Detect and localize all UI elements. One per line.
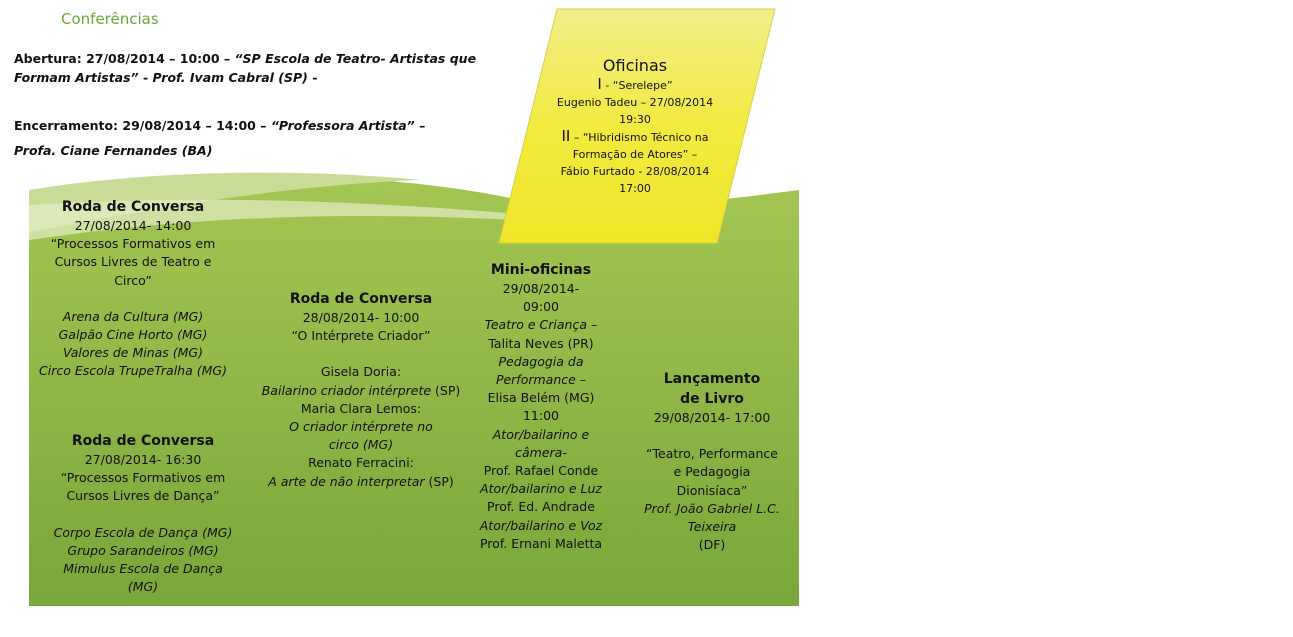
sep: - [307, 70, 318, 85]
block-date: 29/08/2014- 17:00 [653, 410, 771, 425]
group-item: Corpo Escola de Dança (MG) [53, 524, 233, 540]
roda-conversa-2: Roda de Conversa 27/08/2014- 16:30 “Proc… [48, 431, 238, 596]
roman-numeral: II [561, 127, 571, 145]
conferencias-title: Conferências [61, 10, 159, 28]
workshop-person: Prof. Rafael Conde [483, 463, 599, 479]
workshop-person: Talita Neves (PR) [488, 335, 594, 351]
block-topic: “O Intérprete Criador” [291, 328, 431, 344]
block-date: 27/08/2014- 14:00 [74, 218, 192, 233]
oficina-ii-info: Fábio Furtado - 28/08/2014 [560, 165, 710, 178]
speaker: Gisela Doria: [320, 364, 402, 380]
sep: – [414, 118, 426, 133]
workshop-title: Teatro e Criança – [484, 317, 598, 333]
workshop-title: Ator/bailarino e Luz [480, 481, 602, 497]
abertura-line: Abertura: 27/08/2014 – 10:00 – “SP Escol… [14, 49, 504, 87]
roda-conversa-3: Roda de Conversa 28/08/2014- 10:00 “O In… [261, 289, 461, 491]
encerramento-title: “Professora Artista” [270, 118, 415, 133]
oficinas-title: Oficinas [602, 56, 668, 75]
block-topic: “Processos Formativos em Cursos Livres d… [60, 470, 226, 504]
mini-oficinas: Mini-oficinas 29/08/2014- 09:00 Teatro e… [476, 260, 606, 553]
block-date: 29/08/2014- 09:00 [502, 281, 580, 315]
block-title: Mini-oficinas [490, 262, 592, 278]
group-item: Galpão Cine Horto (MG) [58, 327, 208, 343]
speaker: Renato Ferracini: [308, 455, 414, 471]
abertura-label: Abertura: 27/08/2014 – 10:00 – [14, 51, 235, 66]
lancamento-livro: Lançamento de Livro 29/08/2014- 17:00 “T… [642, 369, 782, 554]
talk-title: Bailarino criador intérprete [261, 382, 432, 398]
oficina-i-info: Eugenio Tadeu – 27/08/2014 [556, 96, 714, 109]
group-item: Valores de Minas (MG) [63, 345, 203, 361]
talk-title: O criador intérprete no circo (MG) [289, 419, 433, 453]
block-title: Roda de Conversa [61, 199, 205, 215]
workshop-title: Ator/bailarino e Voz [479, 517, 603, 533]
speaker: Maria Clara Lemos: [300, 400, 422, 416]
book-title: “Teatro, Performance e Pedagogia Dionisí… [646, 446, 778, 498]
workshop-person: Elisa Belém (MG) [487, 390, 595, 406]
workshop-time: 11:00 [522, 408, 560, 424]
sep: - [138, 70, 153, 85]
workshop-person: Prof. Ed. Andrade [487, 499, 595, 515]
roda-conversa-1: Roda de Conversa 27/08/2014- 14:00 “Proc… [38, 197, 228, 381]
block-title: Roda de Conversa [71, 433, 215, 449]
block-title: Roda de Conversa [289, 291, 433, 307]
oficinas-box: Oficinas I - “Serelepe” Eugenio Tadeu – … [540, 56, 730, 197]
workshop-title: Ator/bailarino e câmera- [492, 426, 590, 460]
group-item: Arena da Cultura (MG) [62, 308, 204, 324]
oficina-i-title: - “Serelepe” [601, 79, 673, 92]
group-item: Circo Escola TrupeTralha (MG) [39, 363, 227, 379]
workshop-title: Pedagogia da Performance – [495, 353, 587, 388]
group-item: Mimulus Escola de Dança (MG) [63, 561, 223, 595]
author-state: (DF) [698, 537, 726, 553]
block-title: Lançamento de Livro [663, 371, 761, 407]
state: (SP) [424, 473, 454, 489]
group-item: Grupo Sarandeiros (MG) [67, 542, 219, 558]
block-date: 27/08/2014- 16:30 [84, 452, 202, 467]
encerramento-label: Encerramento: 29/08/2014 – 14:00 – [14, 118, 271, 133]
encerramento-speaker: Profa. Ciane Fernandes (BA) [14, 143, 213, 158]
roman-numeral: I [597, 75, 602, 93]
oficina-ii-time: 17:00 [619, 182, 651, 195]
oficina-ii-title: – “Hibridismo Técnico na Formação de Ato… [570, 131, 709, 161]
block-topic: “Processos Formativos em Cursos Livres d… [50, 236, 216, 288]
state: (SP) [431, 382, 461, 398]
encerramento-line: Encerramento: 29/08/2014 – 14:00 – “Prof… [14, 116, 425, 135]
book-author: Prof. João Gabriel L.C. Teixeira [644, 500, 780, 535]
talk-title: A arte de não interpretar [268, 473, 425, 489]
workshop-person: Prof. Ernani Maletta [479, 535, 603, 551]
abertura-title: “SP Escola de Teatro- Artistas que Forma… [14, 51, 477, 85]
oficina-i-time: 19:30 [619, 113, 651, 126]
block-date: 28/08/2014- 10:00 [302, 310, 420, 325]
abertura-speaker: Prof. Ivam Cabral (SP) [152, 70, 308, 85]
